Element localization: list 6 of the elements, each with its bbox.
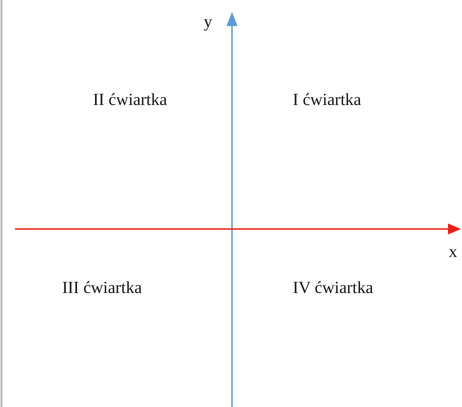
axis-label: x: [448, 241, 458, 263]
quadrant-label: III ćwiartka: [61, 277, 143, 299]
axis-label: y: [202, 11, 214, 33]
quadrant-label: IV ćwiartka: [292, 277, 374, 299]
quadrant-label: I ćwiartka: [292, 89, 362, 111]
quadrant-label: II ćwiartka: [92, 89, 168, 111]
